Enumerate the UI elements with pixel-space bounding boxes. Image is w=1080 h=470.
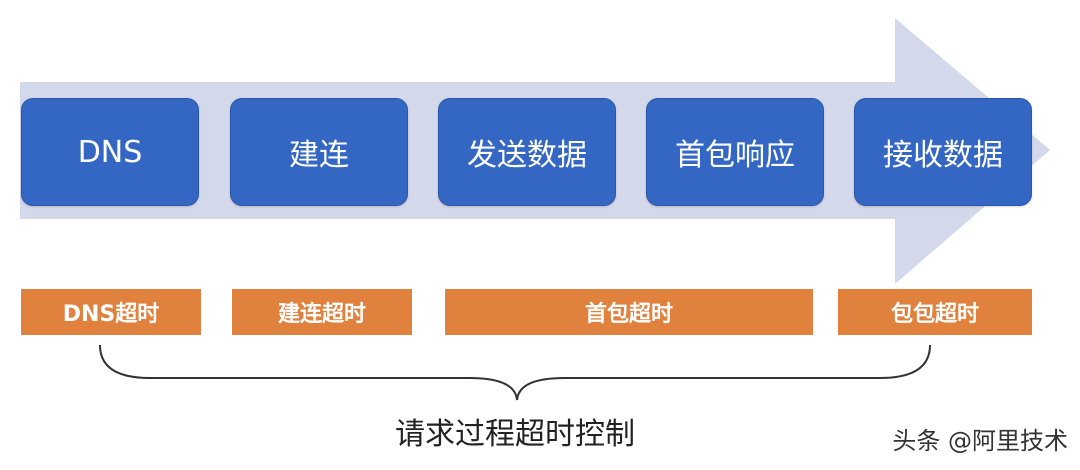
- curly-brace: [99, 344, 931, 401]
- step-send-data: 发送数据: [438, 98, 616, 206]
- step-first-response: 首包响应: [646, 98, 824, 206]
- timeout-packet: 包包超时: [838, 289, 1032, 335]
- timeout-first-packet: 首包超时: [445, 289, 813, 335]
- step-receive-data: 接收数据: [854, 98, 1032, 206]
- diagram-caption: 请求过程超时控制: [395, 417, 635, 452]
- step-dns: DNS: [21, 98, 199, 206]
- step-connect: 建连: [230, 98, 408, 206]
- watermark: 头条 @阿里技术: [892, 427, 1068, 455]
- timeout-connect: 建连超时: [232, 289, 412, 335]
- timeout-dns: DNS超时: [21, 289, 201, 335]
